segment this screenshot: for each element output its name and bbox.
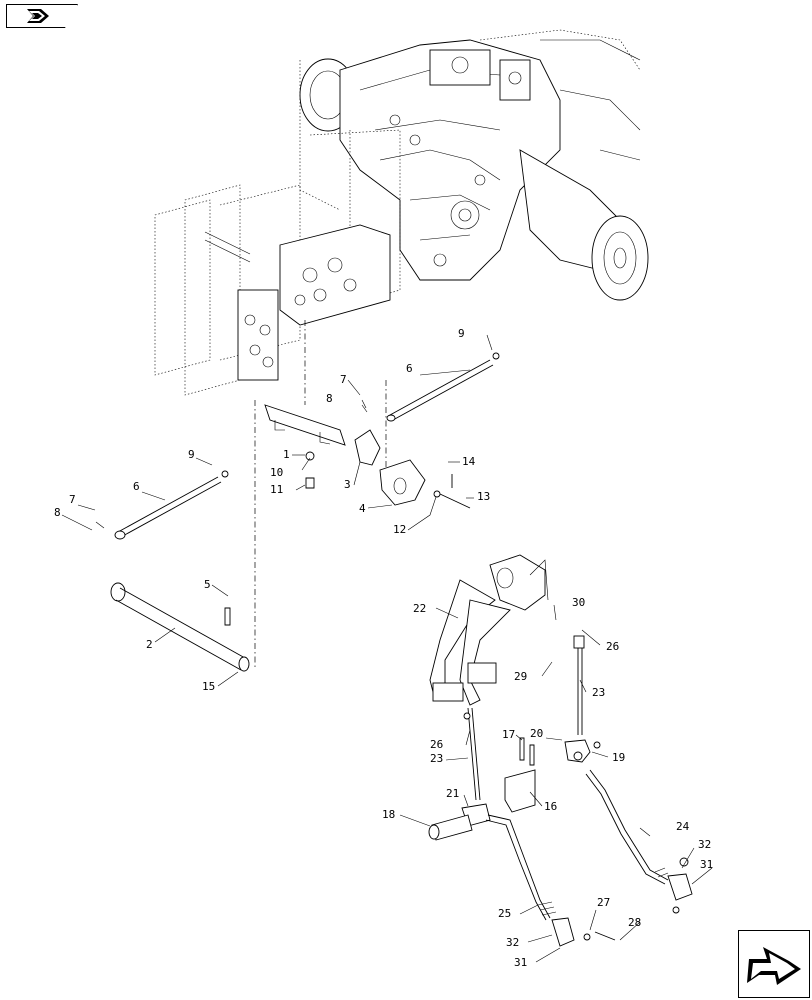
callout-6a: 6 bbox=[406, 362, 413, 375]
callout-17: 17 bbox=[502, 728, 515, 741]
callout-23a: 23 bbox=[430, 752, 443, 765]
callout-32b: 32 bbox=[506, 936, 519, 949]
link-rod-left bbox=[463, 707, 481, 801]
valve-block-assembly bbox=[154, 184, 391, 396]
mounting-bracket bbox=[504, 737, 536, 813]
callout-7b: 7 bbox=[69, 493, 76, 506]
pedal-assembly bbox=[429, 554, 549, 706]
pivot-block bbox=[564, 739, 601, 763]
callout-8b: 8 bbox=[54, 506, 61, 519]
callout-25: 25 bbox=[498, 907, 511, 920]
clevis-block bbox=[428, 803, 491, 841]
cross-shaft bbox=[110, 582, 250, 672]
adjuster-rod-right bbox=[585, 769, 693, 914]
page-forward-arrow-icon bbox=[747, 947, 801, 985]
callout-27: 27 bbox=[597, 896, 610, 909]
callout-32a: 32 bbox=[698, 838, 711, 851]
callout-18: 18 bbox=[382, 808, 395, 821]
callout-3: 3 bbox=[344, 478, 351, 491]
callout-1: 1 bbox=[283, 448, 290, 461]
link-rod-right bbox=[573, 635, 585, 735]
callout-4: 4 bbox=[359, 502, 366, 515]
callout-9b: 9 bbox=[188, 448, 195, 461]
callout-6b: 6 bbox=[133, 480, 140, 493]
callout-21: 21 bbox=[446, 787, 459, 800]
page-back-button[interactable] bbox=[6, 4, 78, 28]
center-bracket-assembly bbox=[264, 404, 471, 509]
callout-9a: 9 bbox=[458, 327, 465, 340]
callout-8a: 8 bbox=[326, 392, 333, 405]
page-forward-button[interactable] bbox=[738, 930, 810, 998]
control-rod-upper bbox=[361, 352, 500, 422]
callout-31a: 31 bbox=[700, 858, 713, 871]
callout-5: 5 bbox=[204, 578, 211, 591]
callout-20: 20 bbox=[530, 727, 543, 740]
callout-labels: 1 2 3 4 5 6 6 7 7 8 8 9 9 10 11 12 13 14… bbox=[54, 327, 713, 969]
callout-11: 11 bbox=[270, 483, 283, 496]
callout-31b: 31 bbox=[514, 956, 527, 969]
adjuster-rod-left bbox=[485, 814, 616, 947]
callout-30: 30 bbox=[572, 596, 585, 609]
callout-19: 19 bbox=[612, 751, 625, 764]
callout-14: 14 bbox=[462, 455, 476, 468]
callout-15: 15 bbox=[202, 680, 215, 693]
callout-23b: 23 bbox=[592, 686, 605, 699]
callout-16: 16 bbox=[544, 800, 557, 813]
callout-13: 13 bbox=[477, 490, 490, 503]
callout-10: 10 bbox=[270, 466, 283, 479]
leader-lines bbox=[61, 334, 713, 963]
page-back-arrow-icon bbox=[27, 9, 49, 23]
callout-28: 28 bbox=[628, 916, 641, 929]
callout-22: 22 bbox=[413, 602, 426, 615]
control-rod-left bbox=[95, 470, 229, 540]
callout-12: 12 bbox=[393, 523, 406, 536]
callout-2: 2 bbox=[146, 638, 153, 651]
transmission-housing bbox=[299, 29, 649, 321]
callout-26a: 26 bbox=[606, 640, 619, 653]
callout-24: 24 bbox=[676, 820, 690, 833]
callout-7a: 7 bbox=[340, 373, 347, 386]
callout-26b: 26 bbox=[430, 738, 443, 751]
callout-29: 29 bbox=[514, 670, 527, 683]
